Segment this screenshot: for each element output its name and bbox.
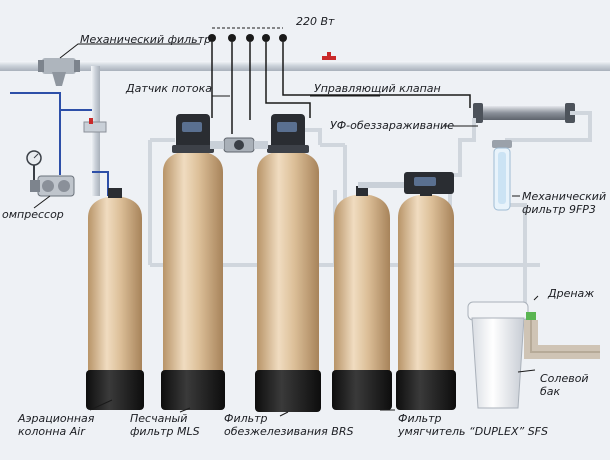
iron-filter-label-1: Фильтр bbox=[224, 412, 268, 425]
brine-tank-icon bbox=[467, 301, 529, 409]
compressor-label: омпрессор bbox=[2, 208, 64, 221]
aeration-label-2: колонна Air bbox=[18, 425, 85, 438]
sand-filter-valve-icon bbox=[172, 114, 214, 153]
duplex-valve-icon bbox=[358, 172, 454, 194]
softener-tank-b bbox=[396, 186, 456, 410]
drain-pipe-icon bbox=[524, 312, 600, 359]
control-valve-label: Управляющий клапан bbox=[314, 82, 441, 95]
salt-tank-label-1: Солевой bbox=[540, 372, 589, 385]
mech-filter-right-label-2: фильтр 9FP3 bbox=[522, 203, 596, 216]
iron-removal-tank bbox=[255, 114, 321, 412]
mech-filter-right-label-1: Механический bbox=[522, 190, 607, 203]
main-water-pipe bbox=[0, 61, 610, 71]
y-strainer-icon bbox=[38, 58, 80, 86]
softener-tank-a bbox=[332, 186, 392, 410]
power-connectors bbox=[208, 34, 287, 42]
compressor-icon bbox=[26, 150, 75, 197]
mech-filter-top-label: Механический фильтр bbox=[80, 33, 212, 46]
softener-label-1: Фильтр bbox=[398, 412, 442, 425]
sand-filter-tank bbox=[161, 114, 225, 410]
uv-sterilizer-icon bbox=[473, 103, 575, 123]
sand-filter-label-1: Песчаный bbox=[130, 412, 188, 425]
flow-sensor-icon bbox=[210, 137, 268, 153]
signal-wires bbox=[211, 42, 471, 134]
power-label: 220 Вт bbox=[296, 15, 335, 28]
drain-label: Дренаж bbox=[548, 287, 595, 300]
uv-label: УФ-обеззараживание bbox=[330, 119, 454, 132]
softener-label-2: умягчитель “DUPLEX” SFS bbox=[398, 425, 548, 438]
iron-filter-valve-icon bbox=[267, 114, 309, 153]
leader-lines bbox=[33, 43, 539, 417]
salt-tank-label-2: бак bbox=[540, 385, 561, 398]
sand-filter-label-2: фильтр MLS bbox=[130, 425, 200, 438]
air-line bbox=[10, 92, 92, 111]
aeration-label-1: Аэрационная bbox=[18, 412, 95, 425]
flow-sensor-label: Датчик потока bbox=[126, 82, 212, 95]
cartridge-filter-icon bbox=[492, 140, 512, 211]
aeration-column-tank bbox=[86, 188, 144, 410]
iron-filter-label-2: обезжелезивания BRS bbox=[224, 425, 354, 438]
left-valve-icon bbox=[83, 118, 107, 133]
main-pipe-tap-icon bbox=[322, 52, 336, 60]
